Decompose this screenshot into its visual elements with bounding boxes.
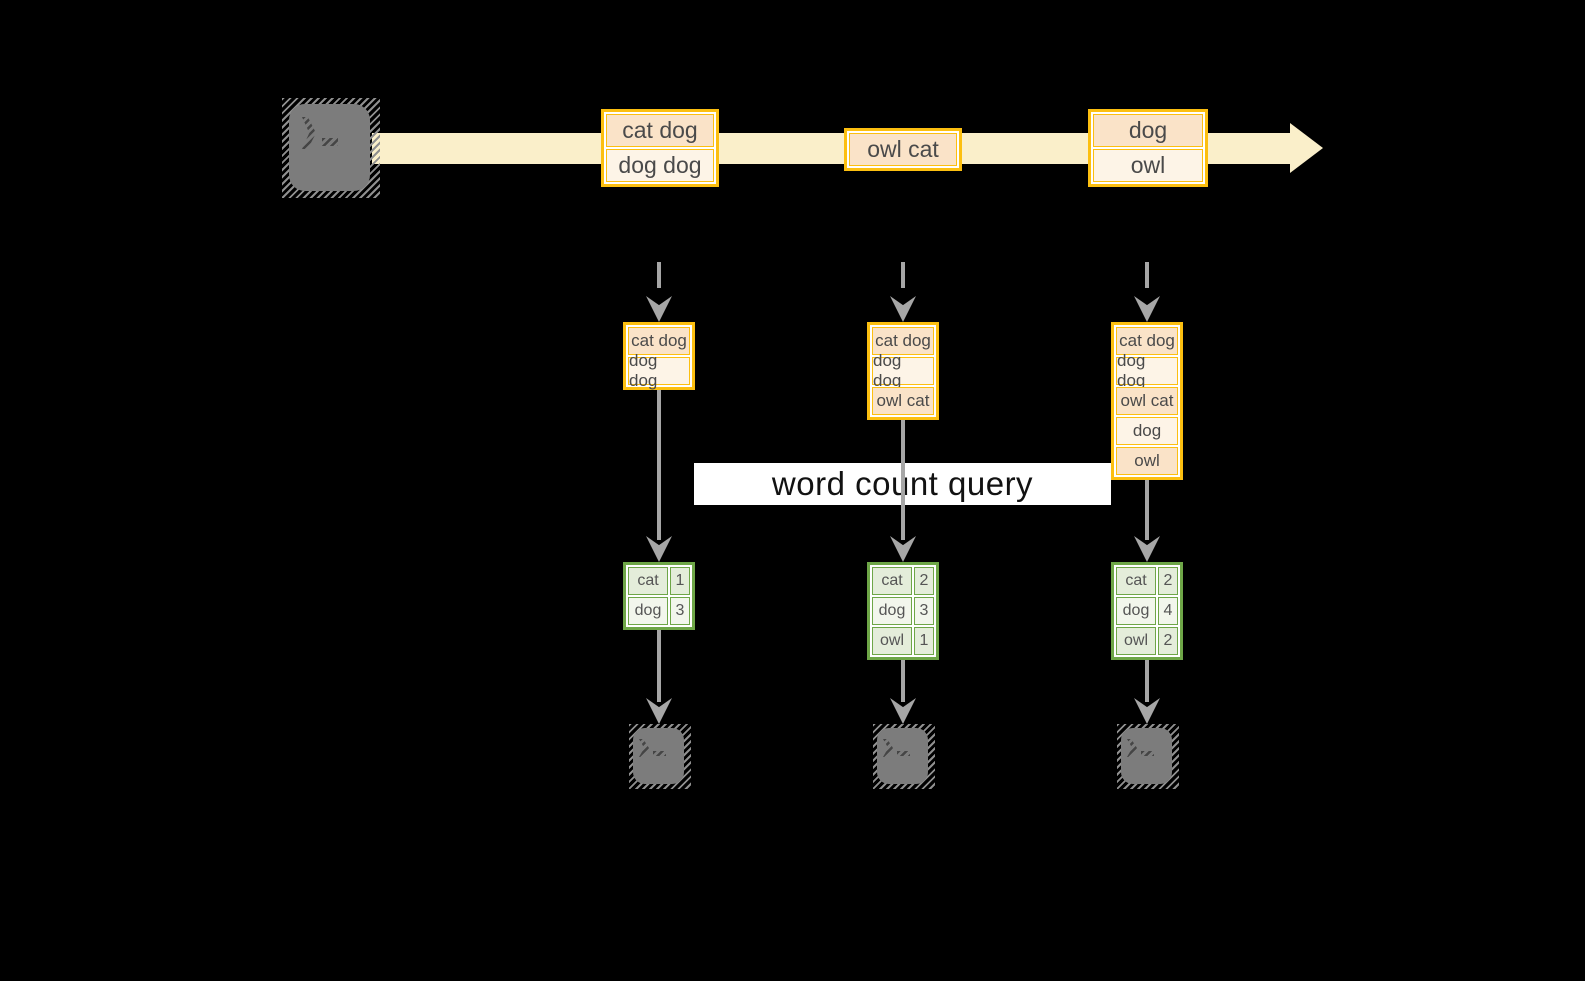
word-cell: dog: [1116, 597, 1156, 625]
word-cell: owl: [1116, 627, 1156, 655]
dashed-arrow-line: [901, 262, 905, 296]
event-box: dog owl: [1088, 109, 1208, 187]
event-record: owl cat: [849, 133, 957, 166]
word-cell: cat: [872, 567, 912, 595]
event-record: cat dog: [606, 114, 714, 147]
count-cell: 2: [914, 567, 934, 595]
terminal-icon: [1117, 724, 1179, 789]
word-cell: dog: [872, 597, 912, 625]
terminal-screen: [289, 104, 370, 191]
event-box: owl cat: [844, 128, 962, 171]
dashed-arrow-line: [657, 262, 661, 296]
state-box: cat dog dog dog owl cat dog owl: [1111, 322, 1183, 480]
connector-line: [1145, 480, 1149, 540]
prompt-underscore-icon: [653, 751, 666, 756]
word-cell: cat: [628, 567, 668, 595]
state-box: cat dog dog dog: [623, 322, 695, 390]
count-cell: 2: [1158, 627, 1178, 655]
state-record: cat dog: [872, 327, 934, 355]
prompt-underscore-icon: [897, 751, 910, 756]
connector-line: [657, 630, 661, 702]
connector-line: [1145, 660, 1149, 702]
table-row: owl 1: [872, 627, 934, 655]
state-record: cat dog: [1116, 327, 1178, 355]
state-record: dog dog: [1116, 351, 1178, 390]
state-record: dog: [1116, 417, 1178, 445]
count-cell: 2: [1158, 567, 1178, 595]
state-record: owl: [1116, 447, 1178, 475]
count-table: cat 2 dog 3 owl 1: [867, 562, 939, 660]
event-record: dog dog: [606, 149, 714, 182]
count-table: cat 1 dog 3: [623, 562, 695, 630]
state-record: dog dog: [872, 351, 934, 390]
arrowhead-icon: [1134, 296, 1160, 322]
event-box: cat dog dog dog: [601, 109, 719, 187]
table-row: dog 3: [872, 597, 934, 625]
word-cell: dog: [628, 597, 668, 625]
table-row: dog 3: [628, 597, 690, 625]
table-row: dog 4: [1116, 597, 1178, 625]
count-cell: 3: [914, 597, 934, 625]
word-cell: cat: [1116, 567, 1156, 595]
terminal-icon: [629, 724, 691, 789]
dashed-arrow-line: [1145, 262, 1149, 296]
state-box: cat dog dog dog owl cat: [867, 322, 939, 420]
arrowhead-icon: [890, 296, 916, 322]
connector-line: [657, 390, 661, 540]
connector-line: [901, 420, 905, 540]
prompt-underscore-icon: [1141, 751, 1154, 756]
state-record: owl cat: [872, 387, 934, 415]
table-row: cat 1: [628, 567, 690, 595]
event-record: owl: [1093, 149, 1203, 182]
table-row: owl 2: [1116, 627, 1178, 655]
count-cell: 1: [914, 627, 934, 655]
terminal-icon: [282, 98, 380, 198]
event-record: dog: [1093, 114, 1203, 147]
prompt-underscore-icon: [322, 138, 338, 146]
state-record: owl cat: [1116, 387, 1178, 415]
connector-line: [901, 660, 905, 702]
count-cell: 3: [670, 597, 690, 625]
state-record: cat dog: [628, 327, 690, 355]
terminal-icon: [873, 724, 935, 789]
stream-arrowhead-icon: [1290, 123, 1323, 173]
count-cell: 4: [1158, 597, 1178, 625]
count-cell: 1: [670, 567, 690, 595]
table-row: cat 2: [1116, 567, 1178, 595]
arrowhead-icon: [646, 296, 672, 322]
table-row: cat 2: [872, 567, 934, 595]
count-table: cat 2 dog 4 owl 2: [1111, 562, 1183, 660]
word-cell: owl: [872, 627, 912, 655]
state-record: dog dog: [628, 351, 690, 390]
